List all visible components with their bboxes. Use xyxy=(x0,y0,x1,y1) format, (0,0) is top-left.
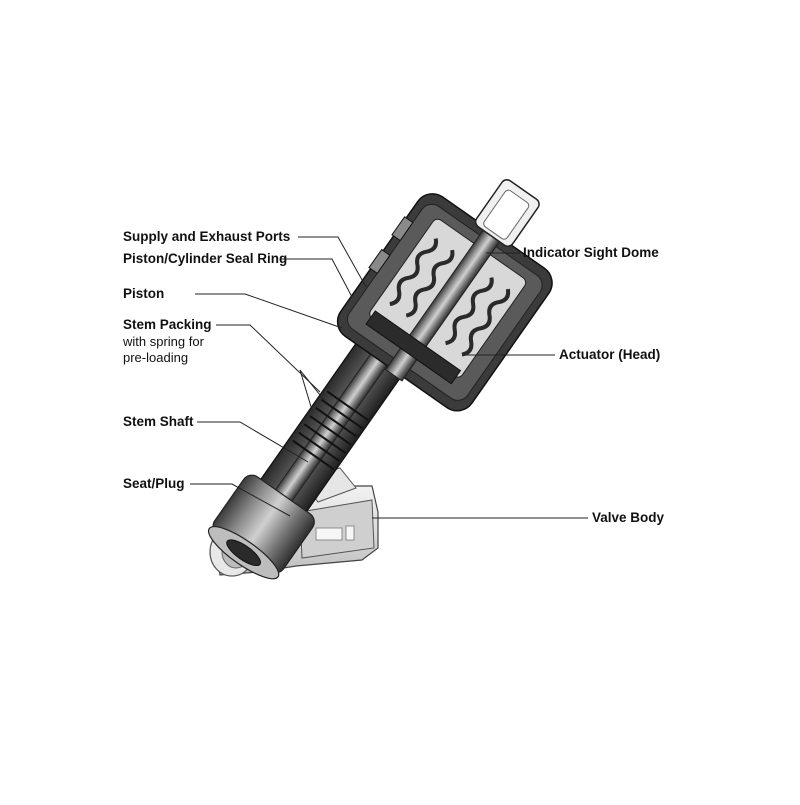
leader-stem-packing-b xyxy=(299,369,313,411)
label-stem-packing-note-2: pre-loading xyxy=(123,350,189,365)
label-seat-plug: Seat/Plug xyxy=(123,476,185,491)
label-supply-exhaust-ports: Supply and Exhaust Ports xyxy=(123,229,291,244)
label-piston-cylinder-seal-ring: Piston/Cylinder Seal Ring xyxy=(123,251,288,266)
label-stem-packing-note-1: with spring for xyxy=(123,334,204,349)
label-indicator-sight-dome: Indicator Sight Dome xyxy=(523,245,659,260)
leader-seat-plug xyxy=(190,483,291,517)
bonnet-and-stem xyxy=(207,322,417,580)
leader-piston xyxy=(195,293,343,329)
label-piston: Piston xyxy=(123,286,165,301)
leader-stem-packing-c xyxy=(299,369,325,401)
label-valve-body: Valve Body xyxy=(592,510,665,525)
label-stem-shaft: Stem Shaft xyxy=(123,414,194,429)
leader-supply-exhaust-ports xyxy=(298,236,367,288)
leader-stem-packing-a xyxy=(216,324,321,393)
label-stem-packing: Stem Packing xyxy=(123,317,212,332)
leader-lines xyxy=(190,236,588,519)
leader-stem-shaft xyxy=(197,421,309,463)
label-actuator-head: Actuator (Head) xyxy=(559,347,661,362)
leader-piston-seal-ring xyxy=(280,258,353,298)
